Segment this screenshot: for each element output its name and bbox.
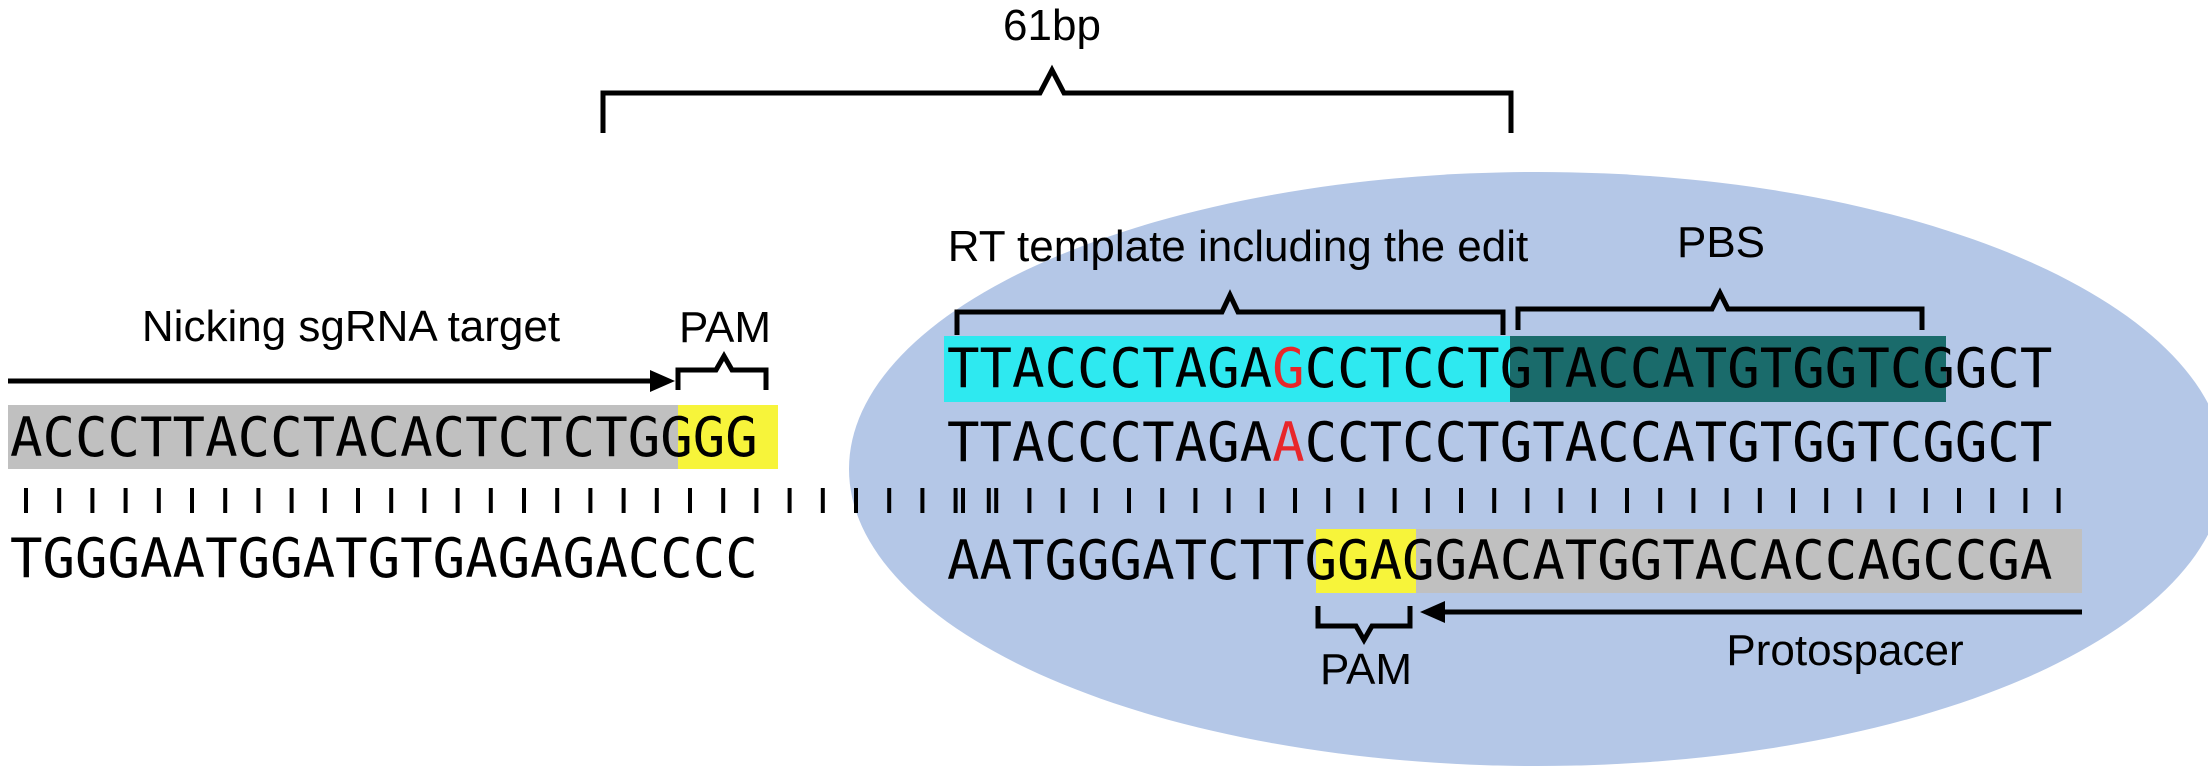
span-brace bbox=[600, 64, 1514, 133]
edit-base: G bbox=[1272, 337, 1305, 400]
edited-strand: TTACCCTAGAGCCTCCTGTACCATGTGGTCGGCT bbox=[947, 337, 2052, 400]
rt-template-highlight bbox=[944, 336, 1510, 402]
right-pam-sequence: GGA bbox=[1305, 529, 1403, 592]
pam-bottom-brace bbox=[1315, 606, 1413, 646]
left-pam-highlight bbox=[678, 405, 778, 469]
pbs-sequence: GTACCATGTGGTC bbox=[1500, 337, 1923, 400]
pbs-brace bbox=[1515, 287, 1925, 330]
rt-template-brace bbox=[954, 289, 1506, 335]
editing-window-ellipse bbox=[849, 172, 2208, 766]
pam-left-label: PAM bbox=[679, 303, 771, 352]
protospacer-highlight bbox=[1416, 529, 2082, 593]
original-top-strand: TTACCCTAGAACCTCCTGTACCATGTGGTCGGCT bbox=[947, 411, 2052, 474]
left-top-strand: ACCCTTACCTACACTCTCTGGGG bbox=[10, 406, 758, 469]
base-pair-ticks bbox=[24, 488, 2061, 513]
span-length-label: 61bp bbox=[1003, 1, 1101, 50]
nicking-target-label: Nicking sgRNA target bbox=[142, 302, 560, 351]
left-bottom-strand: TGGGAATGGATGTGAGAGACCCC bbox=[10, 527, 758, 590]
rt-template-label: RT template including the edit bbox=[948, 222, 1529, 271]
right-bottom-strand: AATGGGATCTTGGAGGACATGGTACACCAGCCGA bbox=[947, 529, 2052, 592]
protospacer-arrow-head bbox=[1420, 601, 1445, 623]
protospacer-sequence: GGACATGGTACACCAGCCGA bbox=[1402, 529, 2052, 592]
pbs-label: PBS bbox=[1677, 218, 1765, 267]
pam-bottom-label: PAM bbox=[1320, 645, 1412, 694]
left-grey-highlight bbox=[8, 405, 678, 469]
mismatch-base: A bbox=[1272, 411, 1305, 474]
protospacer-label: Protospacer bbox=[1726, 626, 1963, 675]
nicking-arrow-head bbox=[650, 370, 675, 392]
right-pam-highlight bbox=[1316, 529, 1416, 593]
pam-left-brace bbox=[675, 350, 769, 390]
pbs-highlight bbox=[1510, 336, 1946, 402]
left-pam-sequence: GGG bbox=[660, 406, 758, 469]
